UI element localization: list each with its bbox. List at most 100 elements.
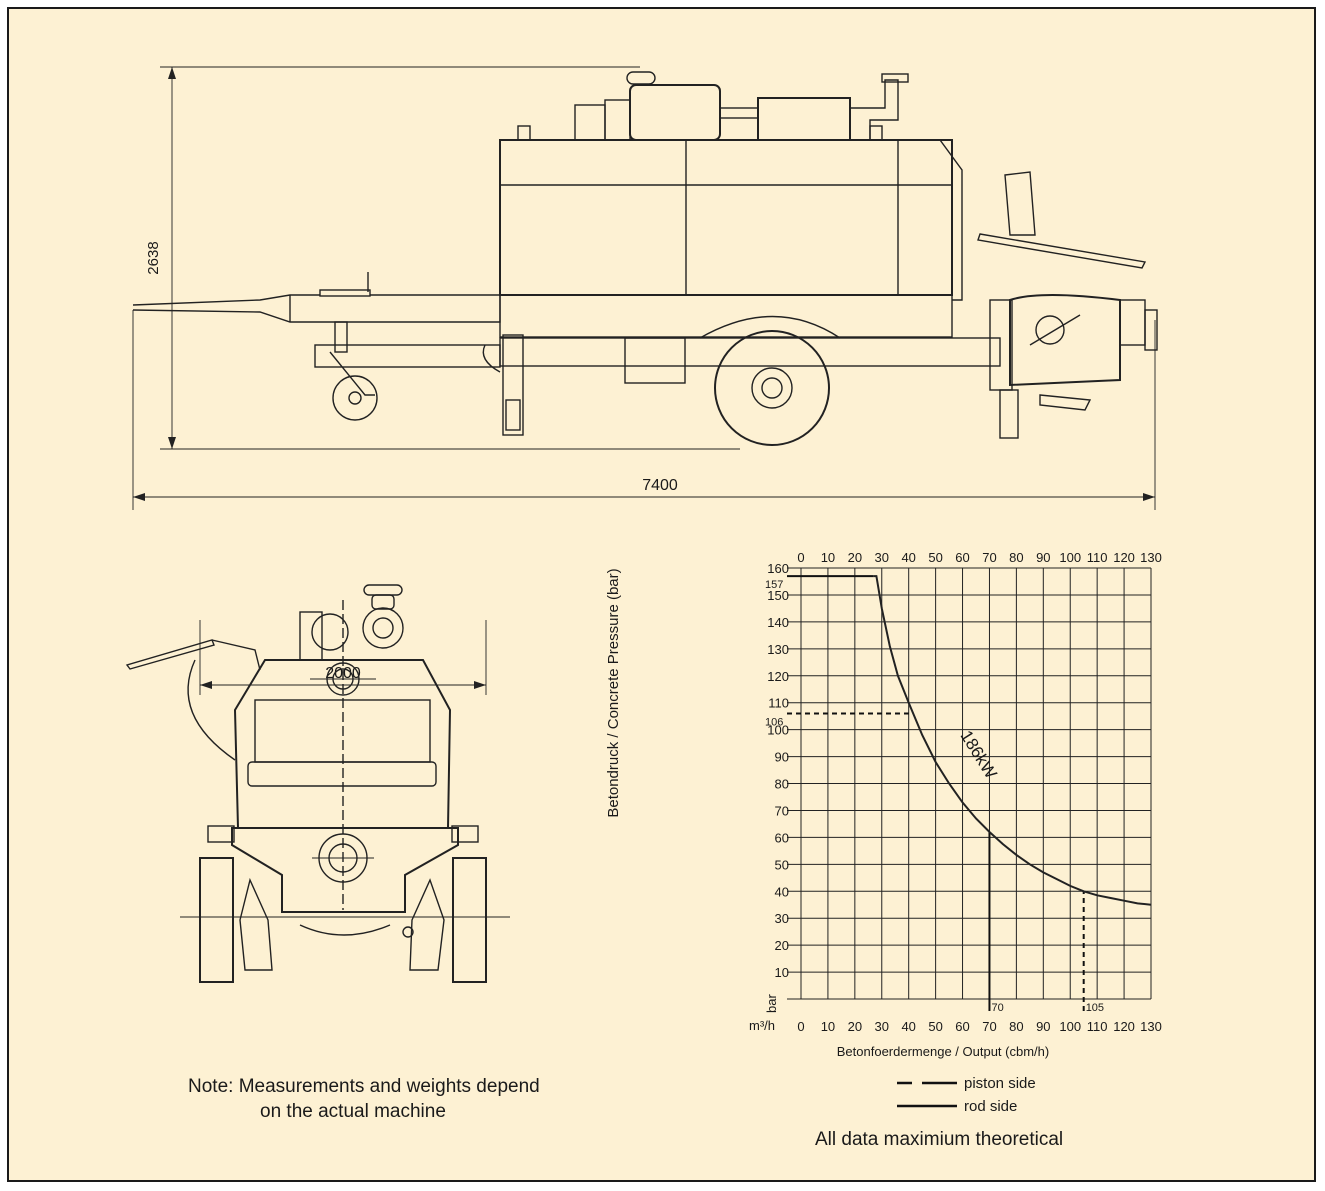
series-line-rod-side (873, 575, 1152, 906)
rear-right-wheel (452, 857, 487, 983)
x-unit-label: m³/h (749, 1018, 775, 1033)
axle-wheel (714, 330, 830, 446)
y-unit-label: bar (764, 994, 779, 1013)
x-tick-label-top: 70 (982, 550, 996, 565)
engine (629, 84, 721, 141)
hopper-cover (1004, 171, 1036, 236)
height-arrow-top (168, 67, 176, 79)
concrete-hopper (1009, 294, 1121, 387)
x-tick-label-top: 20 (848, 550, 862, 565)
front-support-leg (502, 334, 524, 436)
side-view-drawing: 2638 7400 (132, 66, 1158, 510)
reference-label-105: 105 (1086, 1002, 1104, 1014)
length-arrow-right (1143, 493, 1155, 501)
x-tick-label-top: 50 (928, 550, 942, 565)
x-tick-label-bottom: 60 (955, 1019, 969, 1034)
x-tick-label-bottom: 30 (875, 1019, 889, 1034)
y-tick-label: 50 (775, 857, 789, 872)
reference-label-70: 70 (991, 1002, 1003, 1014)
rear-hopper-grate (125, 639, 215, 670)
exhaust-pipe (850, 79, 899, 140)
y-tick-label: 150 (767, 588, 789, 603)
y-tick-label: 110 (768, 696, 789, 711)
y-tick-label: 90 (775, 750, 789, 765)
y-tick-label: 160 (767, 561, 789, 576)
rear-view-drawing: 2000 (125, 584, 510, 983)
x-ticks-top: 0 10 20 30 40 50 60 70 80 90 100 110 120 130 (797, 550, 1161, 565)
wheel-fender (699, 315, 841, 339)
x-tick-label-top: 30 (875, 550, 889, 565)
y-tick-label: 100 (767, 723, 789, 738)
jockey-wheel (332, 375, 378, 421)
base-plate (499, 294, 953, 338)
x-tick-label-top: 0 (797, 550, 804, 565)
y-tick-label: 30 (775, 911, 789, 926)
rear-lower-frame (231, 827, 459, 913)
chart-footnote: All data maximium theoretical (815, 1129, 1064, 1150)
length-arrow-left (133, 493, 145, 501)
x-tick-label-top: 60 (955, 550, 969, 565)
outlet-flange (1119, 299, 1146, 346)
x-tick-label-bottom: 80 (1009, 1019, 1023, 1034)
legend-label-piston-side: piston side (964, 1075, 1036, 1092)
x-tick-label-top: 90 (1036, 550, 1050, 565)
x-tick-label-top: 120 (1113, 550, 1135, 565)
length-dimension-label: 7400 (642, 477, 678, 494)
x-tick-label-bottom: 20 (848, 1019, 862, 1034)
height-dimension-label: 2638 (145, 241, 162, 274)
hydraulic-tank-body (499, 139, 953, 296)
reference-lines: 157 106 70 105 (765, 575, 1104, 1014)
y-tick-label: 60 (775, 830, 789, 845)
x-tick-label-top: 80 (1009, 550, 1023, 565)
x-ticks-bottom: 0 10 20 30 40 50 60 70 80 90 100 110 120 130 (797, 1019, 1161, 1034)
muffler (757, 97, 851, 141)
x-tick-label-top: 10 (821, 550, 835, 565)
y-tick-label: 70 (775, 803, 789, 818)
note-line-1: Note: Measurements and weights depend (188, 1076, 540, 1097)
y-tick-label: 140 (767, 615, 789, 630)
reference-label-157: 157 (765, 579, 783, 591)
x-tick-label-bottom: 70 (982, 1019, 996, 1034)
curve-label: 186kW (956, 727, 1000, 782)
pressure-output-chart: 0 10 20 30 40 50 60 70 80 90 100 110 120 130 0 10 20 30 4… (605, 550, 1162, 1115)
x-tick-label-bottom: 120 (1113, 1019, 1135, 1034)
rear-engine-pulley (362, 607, 404, 649)
x-tick-label-top: 130 (1140, 550, 1162, 565)
hopper-grate (977, 233, 1147, 269)
y-tick-label: 80 (775, 777, 789, 792)
x-tick-label-bottom: 10 (821, 1019, 835, 1034)
x-tick-label-bottom: 0 (797, 1019, 804, 1034)
y-ticks: 10 20 30 40 50 60 70 80 90 100 110 120 130 140 150 160 (767, 561, 789, 980)
chassis-frame (499, 337, 1001, 367)
x-tick-label-bottom: 40 (901, 1019, 915, 1034)
x-tick-label-bottom: 100 (1059, 1019, 1081, 1034)
height-arrow-bottom (168, 437, 176, 449)
rear-support-leg (999, 389, 1019, 439)
y-tick-label: 120 (767, 669, 789, 684)
tow-bar (132, 294, 501, 323)
y-axis-label: Betondruck / Concrete Pressure (bar) (605, 568, 622, 817)
x-axis-label: Betonfoerdermenge / Output (cbm/h) (837, 1044, 1049, 1059)
note-line-2: on the actual machine (260, 1101, 446, 1122)
x-tick-label-top: 40 (901, 550, 915, 565)
y-tick-label: 130 (767, 642, 789, 657)
x-tick-label-bottom: 110 (1087, 1019, 1108, 1034)
y-tick-label: 40 (775, 884, 789, 899)
rear-right-leg (409, 878, 445, 971)
y-tick-label: 10 (775, 965, 789, 980)
rear-left-leg (239, 877, 273, 971)
reference-label-106: 106 (765, 716, 783, 728)
x-tick-label-bottom: 90 (1036, 1019, 1050, 1034)
x-tick-label-bottom: 130 (1140, 1019, 1162, 1034)
air-filter-cap (626, 71, 656, 85)
drive-cylinder (624, 337, 686, 384)
x-tick-label-top: 100 (1059, 550, 1081, 565)
x-tick-label-top: 110 (1087, 550, 1108, 565)
rear-left-wheel (199, 857, 234, 983)
x-tick-label-bottom: 50 (928, 1019, 942, 1034)
legend-label-rod-side: rod side (964, 1098, 1017, 1115)
y-tick-label: 20 (775, 938, 789, 953)
chart-grid (787, 567, 1152, 1000)
